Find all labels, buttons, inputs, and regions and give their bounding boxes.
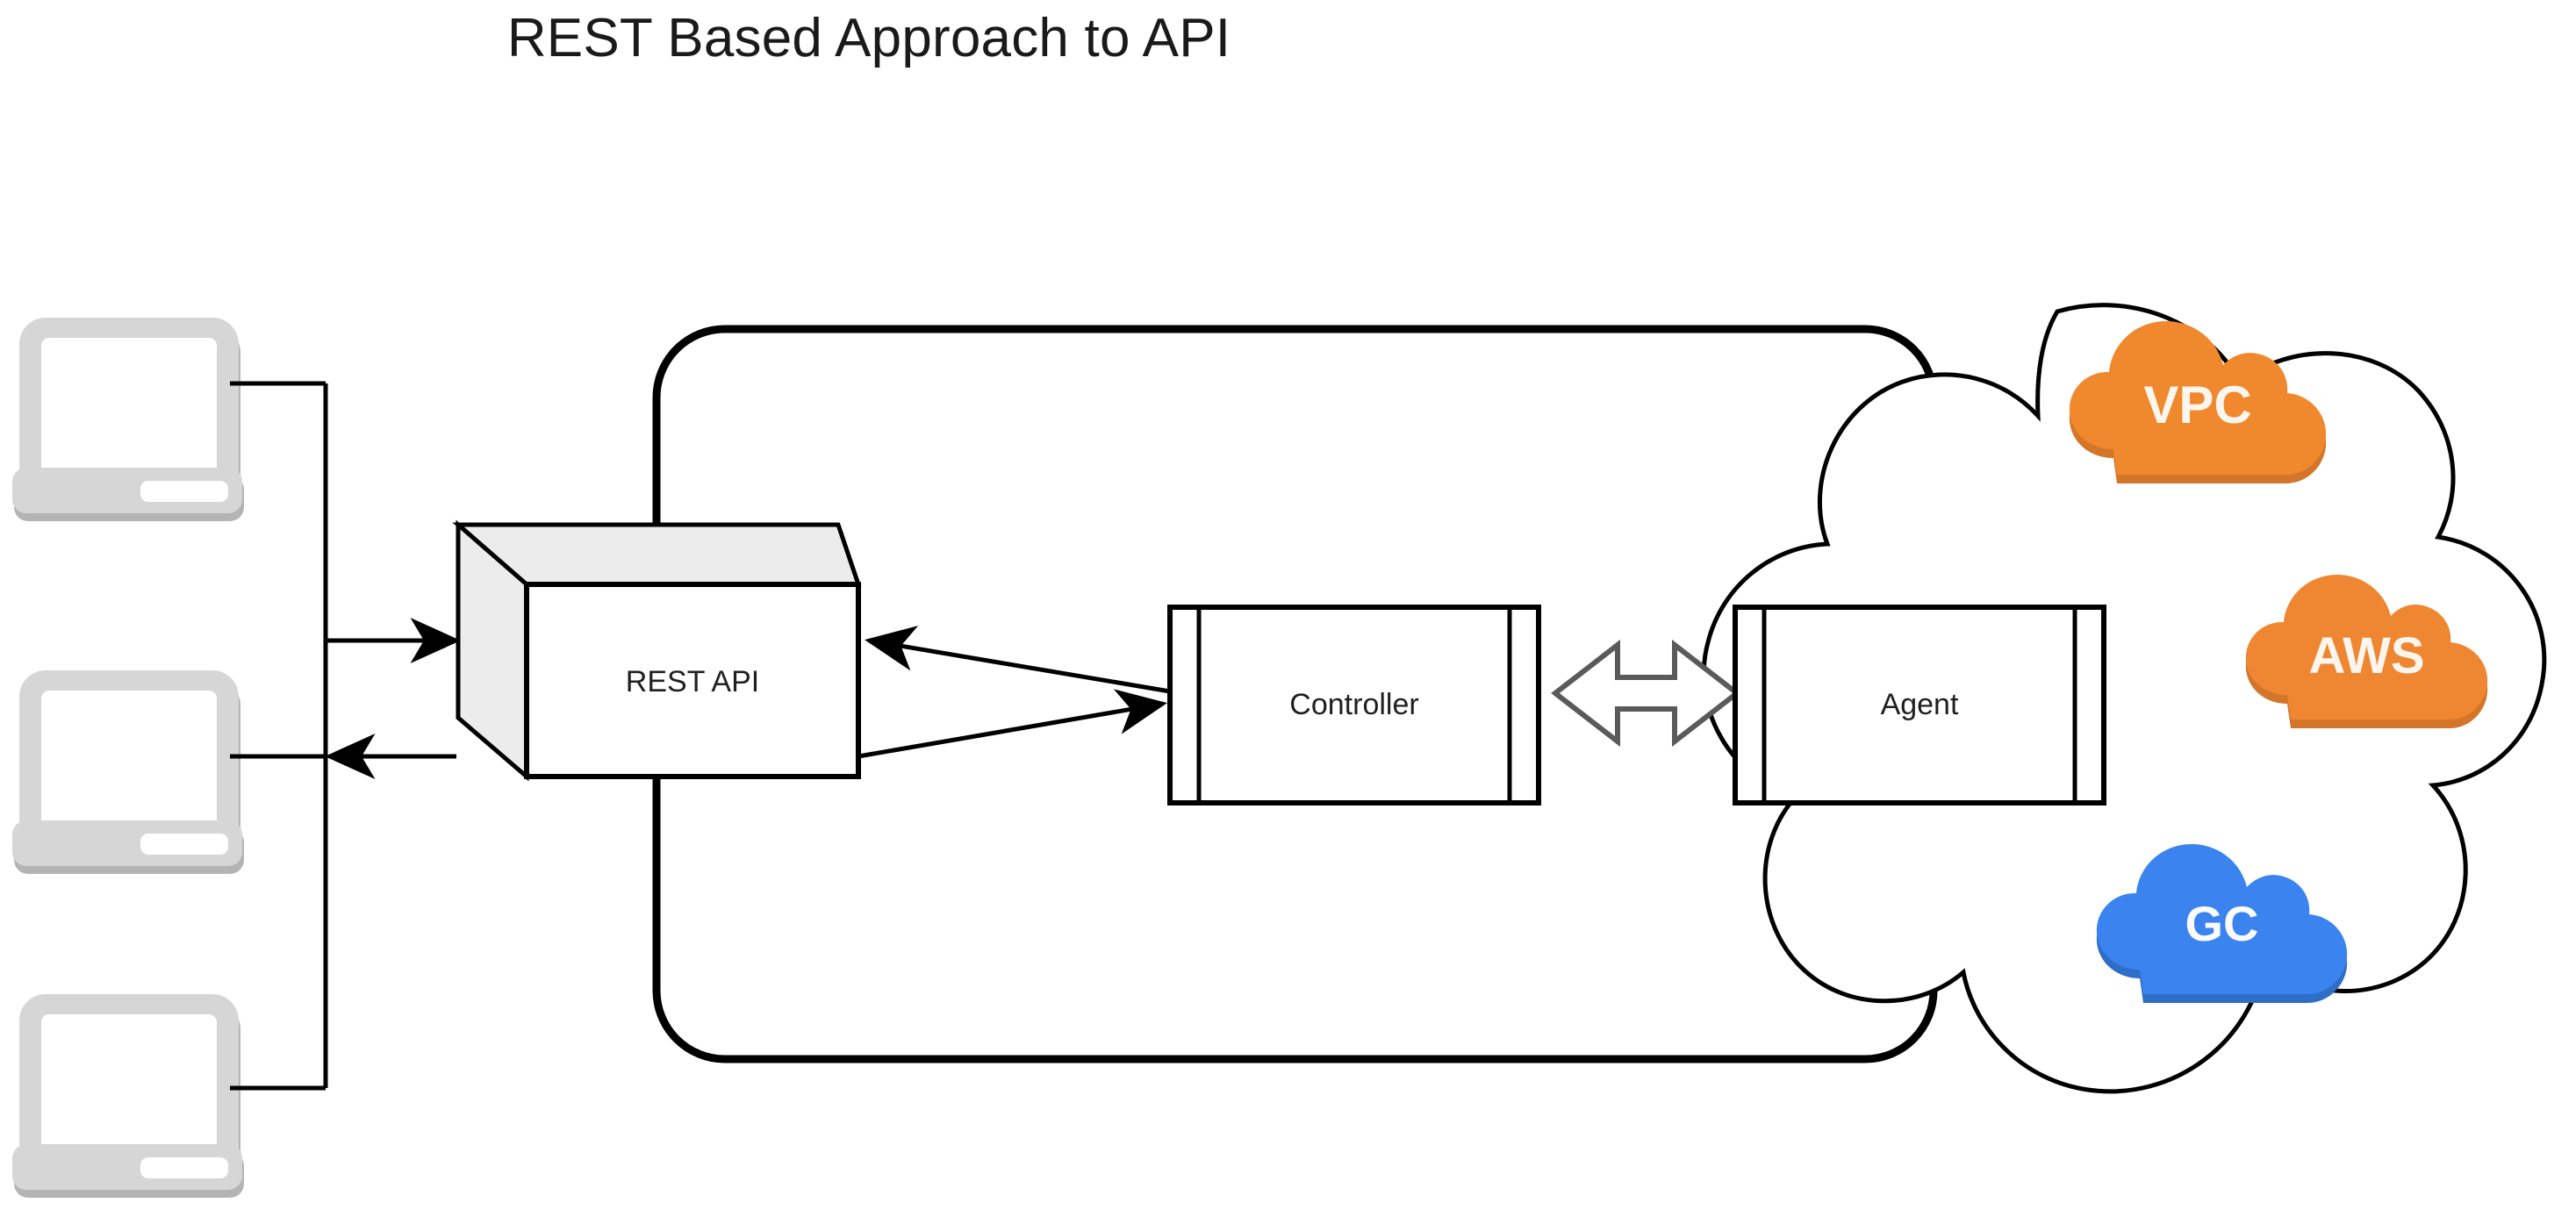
client-terminal-bottom[interactable] <box>12 994 244 1198</box>
aws-cloud-icon[interactable] <box>2245 575 2488 729</box>
page-title: REST Based Approach to API <box>506 8 1231 68</box>
rest-api-to-controller-arrow <box>857 689 1167 759</box>
client-terminal-top[interactable] <box>12 318 244 521</box>
controller-label: Controller <box>1289 688 1419 721</box>
vpc-cloud-icon[interactable] <box>2069 321 2327 484</box>
controller-node[interactable] <box>1167 605 1541 805</box>
agent-node[interactable] <box>1733 605 2106 805</box>
agent-label: Agent <box>1880 688 1959 721</box>
controller-to-rest-api-arrow <box>865 626 1171 694</box>
rest-api-label: REST API <box>625 665 760 698</box>
client-bus-line <box>230 381 328 1091</box>
cloud-providers-boundary <box>1701 303 2547 1094</box>
client-terminal-middle[interactable] <box>12 670 244 874</box>
gc-cloud-icon[interactable] <box>2096 844 2348 1004</box>
rest-api-node[interactable] <box>452 519 862 782</box>
